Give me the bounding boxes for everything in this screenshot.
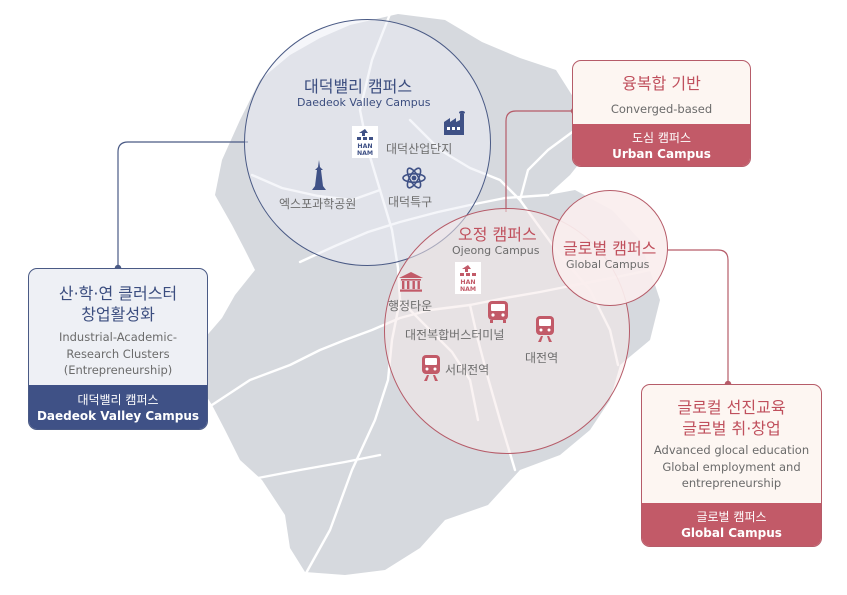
daedeok-circle-subtitle: Daedeok Valley Campus <box>297 96 431 109</box>
train-icon <box>422 355 440 381</box>
industrial-box-sub-line: (Entrepreneurship) <box>63 363 173 377</box>
place-daejeon-station: 대전역 <box>525 351 559 365</box>
glocal-box-footer: 글로벌 캠퍼스 Global Campus <box>642 503 821 546</box>
converged-box-title: 융복합 기반 <box>622 74 701 93</box>
daedeok-circle-title: 대덕밸리 캠퍼스 <box>304 77 413 96</box>
industrial-cluster-box: 산·학·연 클러스터 창업활성화 Industrial-Academic- Re… <box>28 268 208 430</box>
industrial-box-footer-en: Daedeok Valley Campus <box>36 409 200 423</box>
place-seodaejeon-station: 서대전역 <box>445 363 490 377</box>
svg-text:HAN: HAN <box>357 143 372 150</box>
industrial-box-title-line: 산·학·연 클러스터 <box>58 284 178 303</box>
place-industrial-complex: 대덕산업단지 <box>386 142 453 156</box>
global-circle-subtitle: Global Campus <box>566 258 650 271</box>
industrial-box-title-line: 창업활성화 <box>81 305 155 324</box>
map-road <box>256 453 382 480</box>
industrial-box-sub-line: Research Clusters <box>66 346 170 361</box>
place-bus-terminal: 대전복합버스터미널 <box>405 328 505 342</box>
glocal-box-title-line: 글로벌 취·창업 <box>682 419 781 438</box>
place-expo-park: 엑스포과학공원 <box>279 197 357 211</box>
svg-text:NAM: NAM <box>460 286 476 293</box>
industrial-box-sub-line: Industrial-Academic- <box>58 330 178 344</box>
converged-box-footer: 도심 캠퍼스 Urban Campus <box>573 124 750 166</box>
ojeong-circle-title: 오정 캠퍼스 <box>458 225 537 244</box>
converged-box-sub: Converged-based <box>610 102 713 116</box>
bus-icon <box>488 301 508 323</box>
place-admin-town: 행정타운 <box>388 299 433 313</box>
converged-box-footer-ko: 도심 캠퍼스 <box>631 131 691 145</box>
glocal-box-footer-ko: 글로벌 캠퍼스 <box>696 510 767 524</box>
glocal-education-box: 글로컬 선진교육 글로벌 취·창업 Advanced glocal educat… <box>641 384 822 547</box>
glocal-box-sub-line: entrepreneurship <box>681 476 782 490</box>
svg-text:NAM: NAM <box>357 150 373 157</box>
connector-converged <box>505 110 574 212</box>
government-building-icon <box>399 272 423 292</box>
svg-text:HAN: HAN <box>460 279 475 286</box>
global-circle-title: 글로벌 캠퍼스 <box>563 239 657 258</box>
hannam-logo-icon: HAN NAM <box>352 126 378 158</box>
industrial-box-footer-ko: 대덕밸리 캠퍼스 <box>77 393 159 407</box>
glocal-box-title-line: 글로컬 선진교육 <box>677 398 786 417</box>
glocal-box-footer-en: Global Campus <box>681 526 782 540</box>
factory-icon <box>444 110 465 135</box>
glocal-box-sub-line: Global employment and <box>662 459 801 474</box>
train-icon <box>536 316 554 342</box>
global-campus-circle <box>552 190 668 306</box>
connector-global <box>668 249 729 384</box>
ojeong-circle-subtitle: Ojeong Campus <box>452 244 540 257</box>
connector-daedeok <box>117 141 248 268</box>
hannam-logo-icon: HAN NAM <box>455 262 481 294</box>
tower-icon <box>312 160 326 190</box>
glocal-box-sub-line: Advanced glocal education <box>653 443 810 457</box>
converged-based-box: 융복합 기반 Converged-based 도심 캠퍼스 Urban Camp… <box>572 60 751 167</box>
industrial-box-footer: 대덕밸리 캠퍼스 Daedeok Valley Campus <box>29 385 207 429</box>
converged-box-footer-en: Urban Campus <box>612 147 711 161</box>
atom-icon <box>402 167 426 189</box>
place-special-zone: 대덕특구 <box>388 195 433 209</box>
